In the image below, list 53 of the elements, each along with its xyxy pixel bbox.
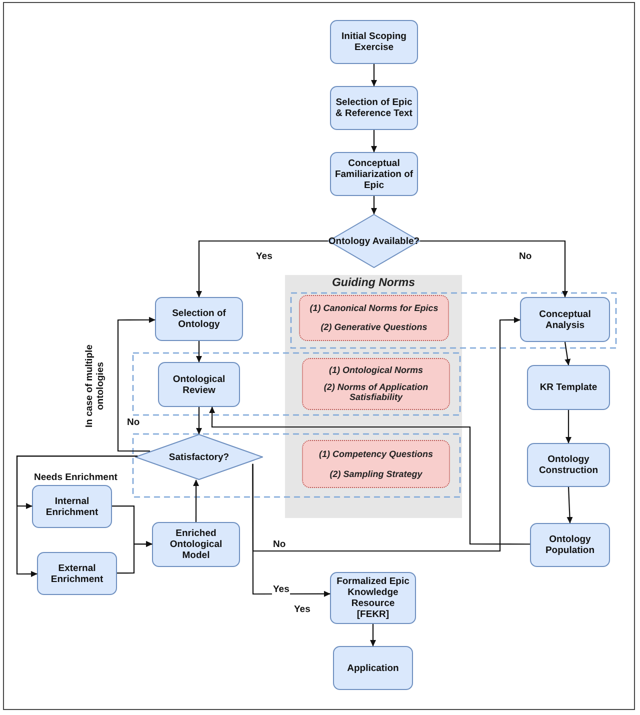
norm-text: (1) Competency Questions	[318, 448, 434, 460]
edge-label: No	[126, 417, 141, 428]
decision-diamond: Satisfactory?	[135, 434, 263, 480]
process-box: Selection of Epic & Reference Text	[330, 86, 418, 130]
arrow	[117, 541, 152, 574]
norms-panel	[285, 275, 462, 518]
process-box: Ontology Population	[530, 523, 610, 567]
edge-label: Yes	[272, 584, 290, 595]
arrow	[252, 464, 330, 597]
edge-label: Yes	[255, 251, 274, 262]
norm-card	[302, 440, 450, 488]
arrow	[252, 316, 520, 552]
note-text: Needs Enrichment	[34, 472, 118, 483]
arrow	[117, 316, 156, 452]
arrow	[209, 406, 530, 545]
decision-diamond: Ontology Available?	[328, 214, 420, 268]
process-box: Selection of Ontology	[155, 297, 243, 341]
edge-label: No	[272, 539, 287, 550]
process-box: Application	[333, 646, 413, 690]
process-box: Internal Enrichment	[32, 485, 112, 528]
arrow	[566, 410, 572, 444]
process-box: Formalized Epic Knowledge Resource [FEKR]	[330, 572, 416, 624]
arrow	[566, 486, 573, 524]
arrow	[16, 455, 138, 577]
arrow	[371, 130, 377, 152]
arrow	[196, 407, 202, 434]
process-box: Enriched Ontological Model	[152, 522, 240, 567]
norm-text: (1) Canonical Norms for Epics	[310, 303, 438, 314]
process-box: Ontological Review	[158, 362, 240, 407]
process-box: Conceptual Analysis	[520, 297, 610, 342]
edge-label: No	[518, 251, 533, 262]
norm-text: (2) Norms of Application Satisfiability	[322, 382, 430, 403]
arrow	[196, 240, 328, 298]
note-text: In case of multiple ontologies	[84, 344, 106, 430]
process-box: Ontology Construction	[527, 443, 610, 487]
process-box: Initial Scoping Exercise	[330, 20, 418, 64]
arrow	[371, 64, 377, 86]
norm-text: (2) Generative Questions	[320, 322, 428, 333]
arrow	[564, 342, 571, 366]
arrow	[193, 480, 200, 522]
norm-card	[302, 358, 450, 410]
arrow	[370, 624, 376, 646]
norm-text: (2) Sampling Strategy	[330, 468, 422, 480]
arrow	[196, 341, 202, 362]
norm-text: (1) Ontological Norms	[328, 365, 423, 376]
note-text: Yes	[294, 604, 310, 615]
process-box: Conceptual Familiarization of Epic	[330, 152, 418, 196]
panel-title: Guiding Norms	[330, 277, 416, 289]
process-box: External Enrichment	[37, 552, 117, 595]
arrow	[371, 196, 377, 214]
arrow	[420, 240, 568, 298]
process-box: KR Template	[527, 365, 610, 410]
norm-card	[299, 295, 449, 341]
